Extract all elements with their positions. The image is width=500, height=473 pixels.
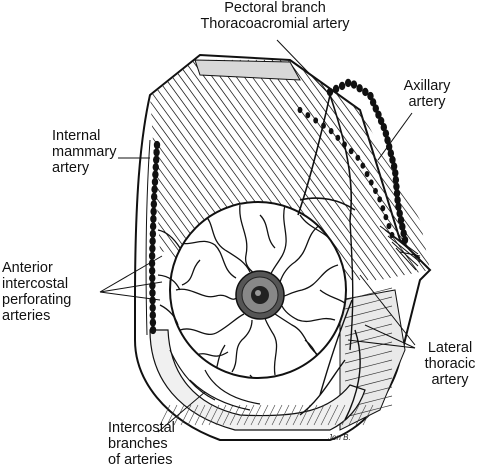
label-axillary-line2: artery: [408, 94, 446, 110]
label-anterior-line3: perforating: [2, 292, 72, 308]
artist-signature: Jon B.: [327, 433, 351, 442]
label-pectoral-line1: Pectoral branch: [224, 0, 326, 16]
label-internal-mammary-line1: Internal: [52, 128, 101, 144]
label-anterior-line4: arteries: [2, 308, 51, 324]
inferior-chest-wall: [149, 329, 366, 431]
label-intercostal-line2: branches: [108, 436, 168, 452]
label-pectoral-line2: Thoracoacromial artery: [200, 16, 350, 32]
axillary-fan: [379, 225, 421, 271]
label-intercostal-line3: of arteries: [108, 452, 173, 468]
label-pectoral-branch: Pectoral branch Thoracoacromial artery: [160, 0, 390, 32]
label-lateral-line1: Lateral: [427, 340, 473, 356]
label-anterior-line1: Anterior: [2, 260, 53, 276]
internal-mammary-artery-vessel: [145, 139, 161, 336]
label-internal-mammary-line2: mammary: [52, 144, 117, 160]
lateral-thoracic-vessels: [299, 219, 361, 421]
label-axillary-line1: Axillary: [403, 78, 451, 94]
label-internal-mammary-line3: artery: [52, 160, 90, 176]
pectoral-branch-vessels: [297, 94, 356, 221]
breast-vessel-network: [171, 204, 346, 378]
label-intercostal-branches: Intercostal branches of arteries: [108, 420, 175, 468]
clavicle-shading: [194, 59, 301, 81]
axillary-artery-vessel: [297, 78, 409, 245]
label-lateral-line2: thoracic: [424, 356, 476, 372]
intercostal-branch-vessels: [169, 349, 261, 411]
leader-lines: [99, 39, 416, 433]
label-lateral-thoracic-artery: Lateral thoracic artery: [412, 340, 488, 388]
perforating-vessels: [157, 229, 181, 326]
label-intercostal-line1: Intercostal: [108, 420, 175, 436]
label-anterior-line2: intercostal: [2, 276, 69, 292]
label-internal-mammary-artery: Internal mammary artery: [52, 128, 116, 176]
label-axillary-artery: Axillary artery: [392, 78, 462, 110]
label-anterior-intercostal: Anterior intercostal perforating arterie…: [2, 260, 71, 324]
label-lateral-line3: artery: [431, 372, 469, 388]
